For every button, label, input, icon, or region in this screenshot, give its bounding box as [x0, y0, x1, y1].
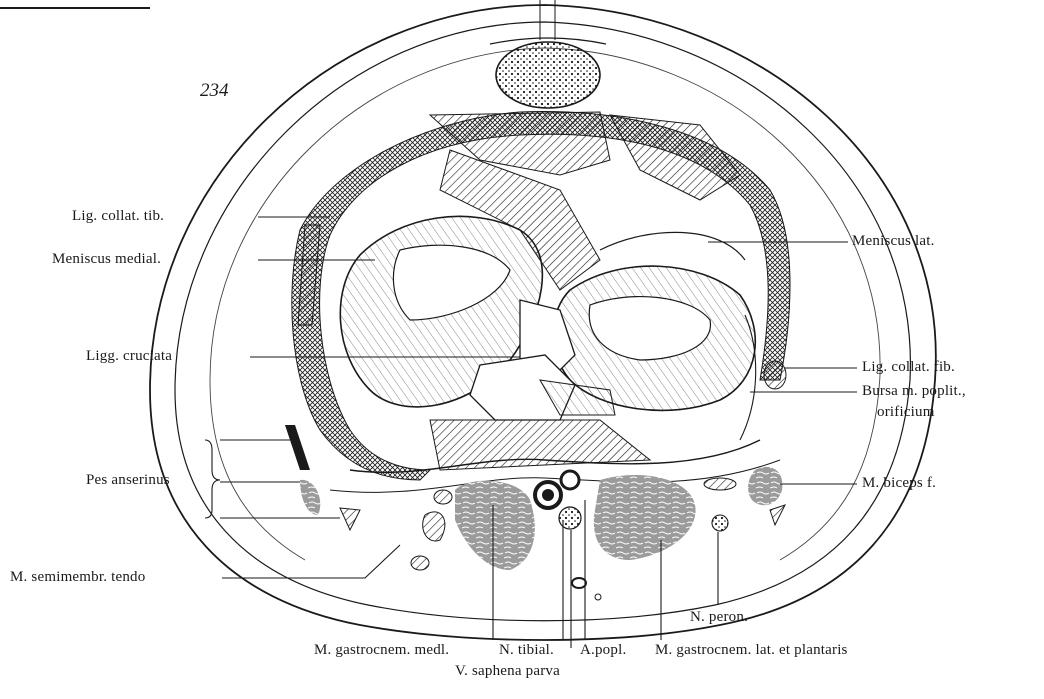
label-a-popl: A.popl.	[580, 641, 626, 659]
label-m-gastrocnem-lat: M. gastrocnem. lat. et plantaris	[655, 641, 848, 659]
label-v-saphena-parva: V. saphena parva	[455, 662, 560, 680]
small-saphenous-vein	[572, 578, 586, 588]
label-meniscus-lat: Meniscus lat.	[852, 232, 935, 250]
label-ligg-cruciata: Ligg. cruciata	[86, 347, 172, 365]
patellar-ligament	[496, 42, 600, 108]
label-n-peron: N. peron.	[690, 608, 748, 626]
biceps-femoris	[748, 467, 782, 505]
label-pes-anserinus: Pes anserinus	[86, 471, 170, 489]
tibial-nerve	[559, 507, 581, 529]
label-lig-collat-fib: Lig. collat. fib.	[862, 358, 955, 376]
gastrocnemius-lateral-head	[594, 475, 696, 560]
label-bursa-line2: orificium	[877, 403, 935, 421]
label-lig-collat-tib: Lig. collat. tib.	[72, 207, 164, 225]
label-m-biceps-f: M. biceps f.	[862, 474, 936, 492]
label-meniscus-medial: Meniscus medial.	[52, 250, 161, 268]
label-m-gastrocnem-medl: M. gastrocnem. medl.	[314, 641, 449, 659]
figure-number: 234	[200, 80, 229, 102]
label-n-tibial: N. tibial.	[499, 641, 554, 659]
popliteal-vein	[561, 471, 579, 489]
gastrocnemius-medial-head	[455, 481, 535, 570]
label-bursa-line1: Bursa m. poplit.,	[862, 382, 966, 400]
label-m-semimembr-tendo: M. semimembr. tendo	[10, 568, 145, 586]
peroneal-nerve	[712, 515, 728, 531]
